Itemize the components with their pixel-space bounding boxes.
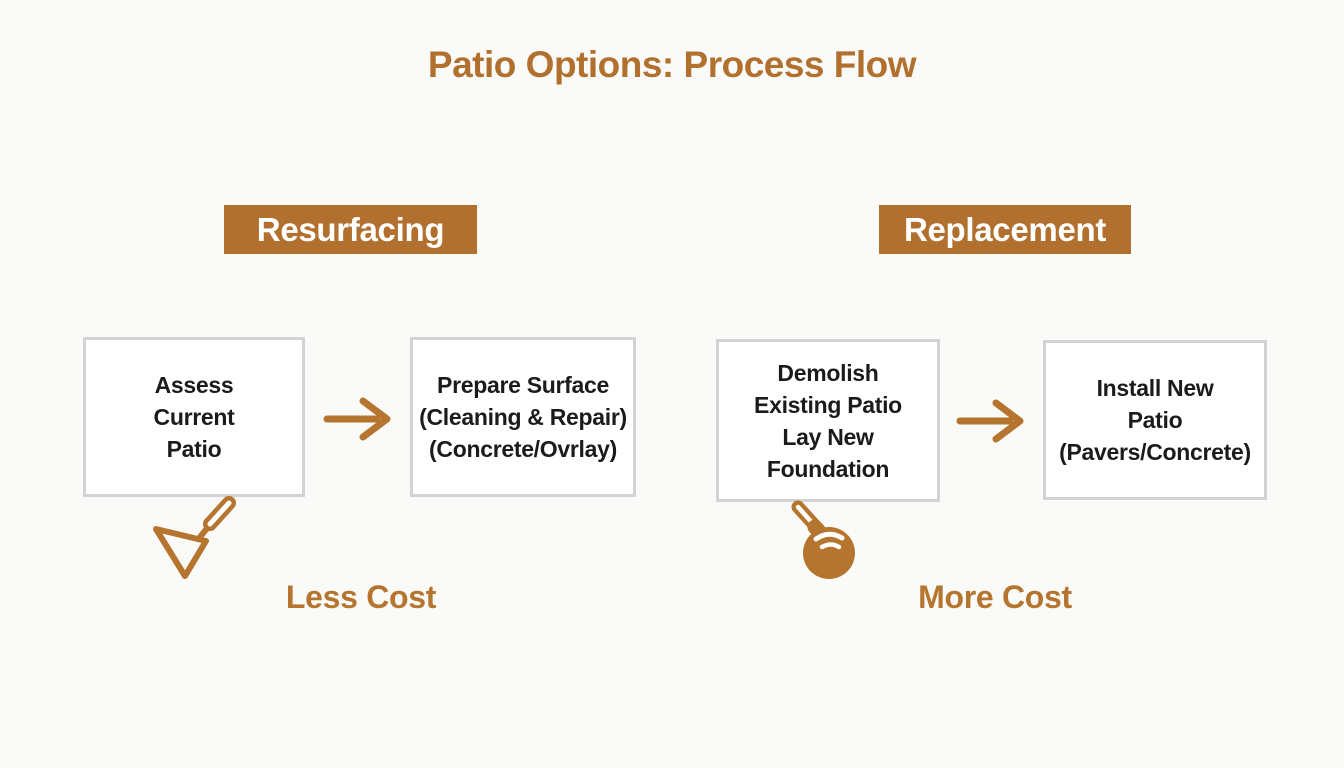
branch-header-resurfacing: Resurfacing <box>224 205 477 254</box>
cost-label-less: Less Cost <box>285 579 437 615</box>
step-text: Prepare Surface (Cleaning & Repair) (Con… <box>419 372 627 462</box>
branch-header-replacement: Replacement <box>879 205 1131 254</box>
cost-label-more: More Cost <box>918 579 1072 615</box>
flow-arrow-icon <box>323 397 391 441</box>
trowel-icon <box>153 496 236 579</box>
step-text: Assess Current Patio <box>153 372 235 462</box>
step-text: Install New Patio (Pavers/Concrete) <box>1059 375 1251 465</box>
page-title: Patio Options: Process Flow <box>427 44 917 85</box>
flow-arrow-icon <box>956 399 1024 443</box>
step-text: Demolish Existing Patio Lay New Foundati… <box>754 359 902 482</box>
step-box-prepare-surface: Prepare Surface (Cleaning & Repair) (Con… <box>410 337 636 497</box>
sledgehammer-icon <box>791 500 855 579</box>
step-box-install-new-patio: Install New Patio (Pavers/Concrete) <box>1043 340 1267 500</box>
step-box-assess-current-patio: Assess Current Patio <box>83 337 305 497</box>
step-box-demolish-existing-patio: Demolish Existing Patio Lay New Foundati… <box>716 339 940 502</box>
